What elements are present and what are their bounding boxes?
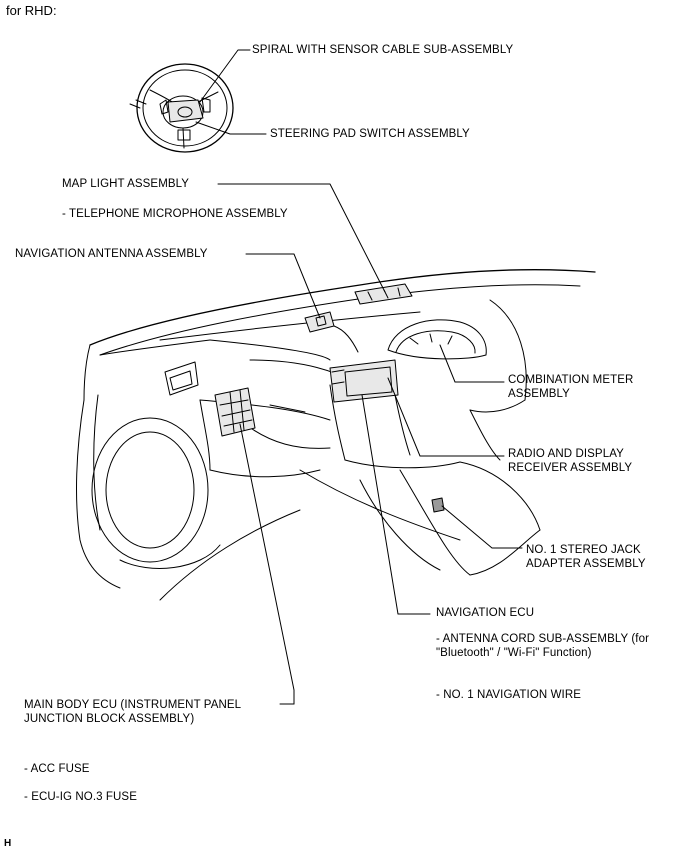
label-antenna-cord-line1: - ANTENNA CORD SUB-ASSEMBLY (for <box>436 633 650 645</box>
label-navigation-wire: - NO. 1 NAVIGATION WIRE <box>436 689 581 701</box>
label-combination-meter-line1: COMBINATION METER <box>508 374 634 386</box>
label-navigation-antenna: NAVIGATION ANTENNA ASSEMBLY <box>15 248 208 260</box>
label-telephone-microphone: - TELEPHONE MICROPHONE ASSEMBLY <box>62 208 288 220</box>
label-ecu-ig-fuse: - ECU-IG NO.3 FUSE <box>24 791 137 803</box>
label-antenna-cord-line2: "Bluetooth" / "Wi-Fi" Function) <box>436 647 592 659</box>
label-stereo-jack-line1: NO. 1 STEREO JACK <box>526 544 641 556</box>
label-navigation-ecu: NAVIGATION ECU <box>436 607 535 619</box>
label-stereo-jack-line2: ADAPTER ASSEMBLY <box>526 558 646 570</box>
label-radio-display-line2: RECEIVER ASSEMBLY <box>508 462 633 474</box>
label-radio-display-line1: RADIO AND DISPLAY <box>508 448 624 460</box>
leader-lines <box>195 49 523 705</box>
label-main-body-ecu-line1: MAIN BODY ECU (INSTRUMENT PANEL <box>24 699 242 711</box>
label-steering-pad-switch: STEERING PAD SWITCH ASSEMBLY <box>270 128 470 140</box>
label-map-light: MAP LIGHT ASSEMBLY <box>62 178 190 190</box>
label-spiral-cable: SPIRAL WITH SENSOR CABLE SUB-ASSEMBLY <box>252 44 514 56</box>
steering-wheel-drawing <box>129 63 234 153</box>
label-combination-meter-line2: ASSEMBLY <box>508 388 570 400</box>
dashboard-drawing <box>76 269 596 601</box>
diagram-header: for RHD: <box>6 3 57 18</box>
label-acc-fuse: - ACC FUSE <box>24 763 90 775</box>
label-main-body-ecu-line2: JUNCTION BLOCK ASSEMBLY) <box>24 713 195 725</box>
figure-mark: H <box>4 838 12 849</box>
